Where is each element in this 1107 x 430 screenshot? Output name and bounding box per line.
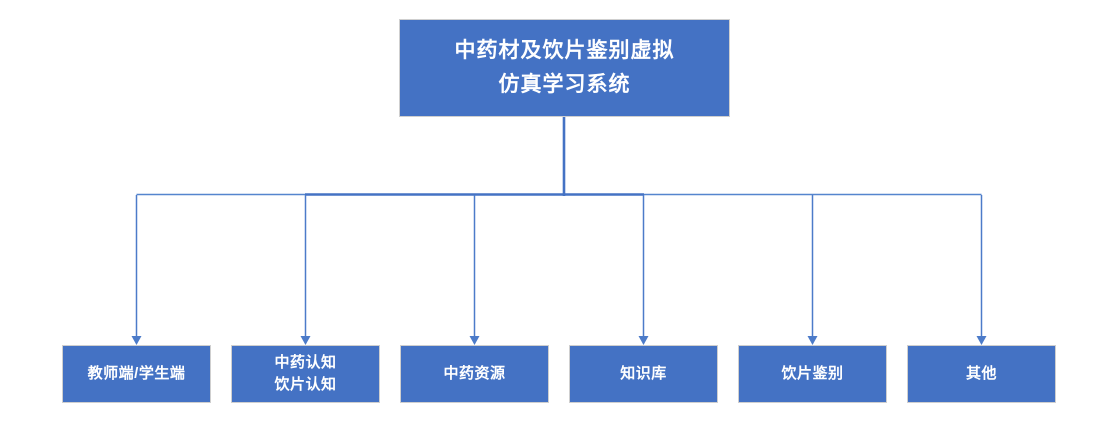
arrowhead-icon — [300, 336, 311, 345]
child-node-herb-resources: 中药资源 — [400, 345, 549, 403]
child-node-herb-and-piece-cognition: 中药认知 饮片认知 — [231, 345, 380, 403]
child-node-label: 教师端/学生端 — [87, 364, 186, 382]
child-node-label: 知识库 — [620, 364, 667, 382]
child-node-label: 其他 — [965, 364, 997, 382]
arrowhead-icon — [638, 336, 649, 345]
child-node-label: 饮片鉴别 — [781, 364, 844, 382]
arrowhead-icon — [976, 336, 987, 345]
child-node-piece-identification: 饮片鉴别 — [738, 345, 887, 403]
child-node-label: 中药资源 — [443, 364, 506, 382]
arrowhead-icon — [131, 336, 142, 345]
child-node-label: 中药认知 饮片认知 — [274, 353, 337, 394]
root-node-system: 中药材及饮片鉴别虚拟 仿真学习系统 — [399, 19, 730, 117]
child-node-other: 其他 — [907, 345, 1056, 403]
arrowhead-icon — [807, 336, 818, 345]
child-node-teacher-student-portal: 教师端/学生端 — [62, 345, 211, 403]
arrowhead-icon — [469, 336, 480, 345]
child-node-knowledge-base: 知识库 — [569, 345, 718, 403]
root-node-label: 中药材及饮片鉴别虚拟 仿真学习系统 — [454, 39, 675, 96]
